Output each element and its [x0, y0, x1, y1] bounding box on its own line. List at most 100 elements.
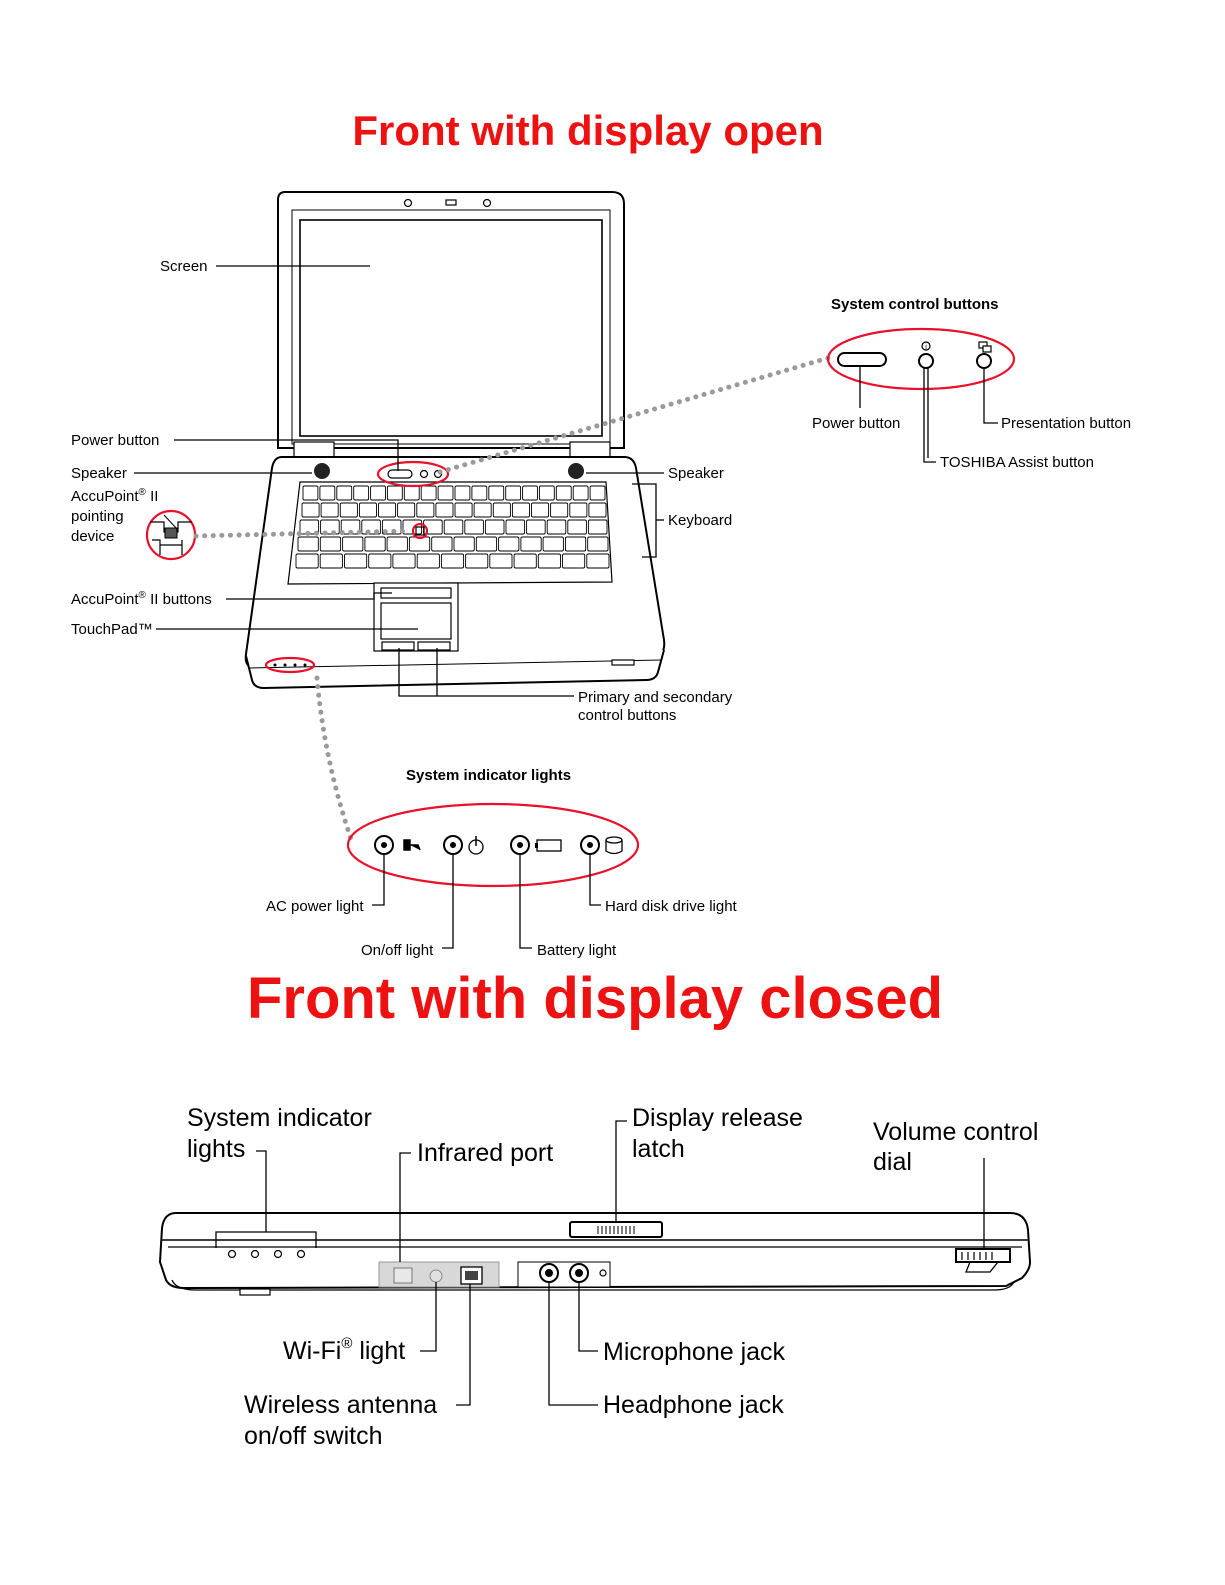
- label-accupoint: AccuPoint® II: [71, 487, 158, 505]
- keyboard-keys: [295, 485, 610, 569]
- keyboard-key: [386, 485, 403, 501]
- keyboard-key: [416, 502, 435, 518]
- speaker-left-grille: [314, 463, 330, 479]
- label-speaker-left: Speaker: [71, 465, 127, 482]
- label-pointing: pointing: [71, 508, 124, 525]
- label-screen: Screen: [160, 258, 208, 275]
- keyboard-key: [555, 485, 572, 501]
- label-presentation-button: Presentation button: [1001, 415, 1131, 432]
- label-closed-system-indicator-1: System indicator: [187, 1104, 372, 1132]
- keyboard-key: [440, 553, 465, 569]
- label-headphone-jack: Headphone jack: [603, 1391, 784, 1419]
- keyboard-key: [587, 536, 609, 552]
- label-touchpad: TouchPad™: [71, 621, 153, 638]
- highlight-indicator-lights: [264, 656, 316, 674]
- keyboard-key: [319, 536, 342, 552]
- keyboard-key: [454, 485, 471, 501]
- label-wireless-2: on/off switch: [244, 1422, 383, 1450]
- keyboard-key: [454, 502, 473, 518]
- label-primary-secondary-2: control buttons: [578, 707, 676, 724]
- keyboard-key: [435, 502, 454, 518]
- label-toshiba-assist-button: TOSHIBA Assist button: [940, 454, 1094, 471]
- touchpad-surface: [380, 602, 452, 640]
- keyboard-key: [492, 502, 511, 518]
- keyboard-key: [513, 553, 537, 569]
- title-display-closed: Front with display closed: [247, 966, 943, 1031]
- keyboard-key: [403, 485, 420, 501]
- keyboard-key: [589, 485, 606, 501]
- keyboard-key: [550, 502, 569, 518]
- keyboard-key: [358, 502, 377, 518]
- speaker-right-grille: [568, 463, 584, 479]
- keyboard-key: [464, 519, 484, 535]
- keyboard-key: [320, 502, 339, 518]
- keyboard-key: [526, 519, 546, 535]
- keyboard-key: [453, 536, 475, 552]
- keyboard-key: [437, 485, 454, 501]
- label-closed-system-indicator-2: lights: [187, 1135, 245, 1163]
- label-wireless-1: Wireless antenna: [244, 1391, 437, 1419]
- label-infrared-port: Infrared port: [417, 1139, 553, 1167]
- label-scb-power-button: Power button: [812, 415, 900, 432]
- keyboard-key: [498, 536, 520, 552]
- label-display-release-2: latch: [632, 1135, 685, 1163]
- closed-indicator-lights: [227, 1249, 306, 1259]
- keyboard-key: [397, 502, 416, 518]
- label-accupoint-buttons: AccuPoint® II buttons: [71, 590, 212, 608]
- accupoint-zoom: [145, 509, 197, 561]
- label-ac-power-light: AC power light: [266, 898, 364, 915]
- keyboard-key: [538, 485, 555, 501]
- keyboard-key: [378, 502, 397, 518]
- keyboard-key: [443, 519, 464, 535]
- keyboard-key: [569, 502, 588, 518]
- title-display-open: Front with display open: [352, 107, 823, 154]
- keyboard-key: [505, 485, 522, 501]
- leader-dots-control: [437, 355, 831, 475]
- keyboard-key: [336, 485, 353, 501]
- label-volume-control-2: dial: [873, 1148, 912, 1176]
- keyboard-key: [420, 485, 437, 501]
- label-microphone-jack: Microphone jack: [603, 1338, 786, 1366]
- keyboard-key: [416, 553, 440, 569]
- laptop-closed-illustration: [158, 1212, 1032, 1296]
- keyboard-key: [319, 485, 336, 501]
- keyboard-key: [353, 485, 370, 501]
- keyboard-key: [546, 519, 567, 535]
- keyboard-key: [368, 553, 392, 569]
- keyboard-key: [588, 502, 607, 518]
- label-wifi-light: Wi-Fi® light: [283, 1335, 405, 1365]
- keyboard-key: [537, 553, 561, 569]
- leader-dots-accupoint: [193, 528, 413, 539]
- system-indicator-lights-callout: System indicator lights AC power light O…: [266, 767, 738, 959]
- highlight-control-buttons: [376, 460, 450, 488]
- keyboard-key: [319, 553, 343, 569]
- keyboard-key: [520, 536, 542, 552]
- keyboard-key: [572, 485, 589, 501]
- label-power-button: Power button: [71, 432, 159, 449]
- keyboard-key: [408, 536, 431, 552]
- keyboard-key: [392, 553, 416, 569]
- leader-dots-indicators: [314, 675, 355, 845]
- volume-dial-shape: [955, 1248, 1011, 1263]
- label-on-off-light: On/off light: [361, 942, 434, 959]
- keyboard-key: [339, 502, 358, 518]
- keyboard-key: [542, 536, 564, 552]
- label-hard-disk-drive-light: Hard disk drive light: [605, 898, 738, 915]
- label-primary-secondary-1: Primary and secondary: [578, 689, 733, 706]
- laptop-open-illustration: [244, 191, 666, 690]
- keyboard-key: [567, 519, 587, 535]
- label-battery-light: Battery light: [537, 942, 617, 959]
- keyboard-key: [488, 485, 505, 501]
- label-device: device: [71, 528, 114, 545]
- keyboard-key: [489, 553, 513, 569]
- keyboard-key: [344, 553, 368, 569]
- svg-text:i: i: [925, 344, 927, 351]
- heading-system-control-buttons: System control buttons: [831, 296, 999, 313]
- keyboard-key: [342, 536, 364, 552]
- power-button-shape: [837, 352, 887, 367]
- screen-panel: [299, 219, 603, 437]
- heading-system-indicator-lights: System indicator lights: [406, 767, 571, 784]
- label-speaker-right: Speaker: [668, 465, 724, 482]
